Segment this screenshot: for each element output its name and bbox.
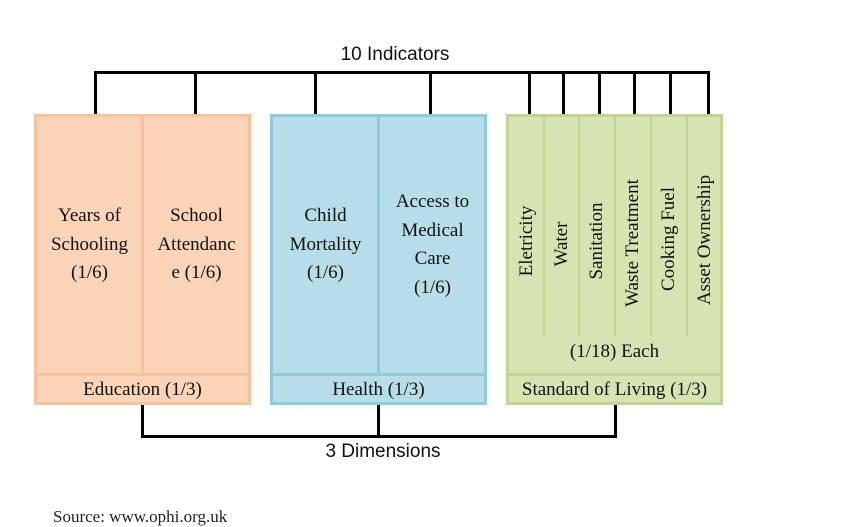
- living-weight-label: (1/18) Each: [569, 341, 660, 362]
- indicators-bracket-top: [95, 71, 710, 74]
- dimensions-label: 3 Dimensions: [325, 441, 441, 462]
- indicator-cooking-fuel: Cooking Fuel: [658, 187, 679, 291]
- indicator-water: Water: [551, 221, 572, 267]
- indicator-child-mortality: Child Mortality (1/6): [289, 205, 362, 283]
- indicators-label: 10 Indicators: [340, 44, 450, 65]
- education-label: Education (1/3): [83, 379, 202, 400]
- indicator-waste-treatment: Waste Treatment: [622, 179, 643, 307]
- indicator-asset-ownership: Asset Ownership: [694, 174, 715, 306]
- indicator-access-to-medical-care: Access to Medical Care (1/6): [395, 191, 470, 298]
- health-label: Health (1/3): [332, 379, 425, 400]
- indicator-school-attendance: School Attendanc e (1/6): [157, 205, 236, 283]
- source-note: Source: www.ophi.org.uk: [53, 507, 228, 526]
- indicator-years-of-schooling: Years of Schooling (1/6): [50, 205, 129, 283]
- living-label: Standard of Living (1/3): [521, 379, 708, 400]
- indicator-sanitation: Sanitation: [586, 202, 607, 280]
- indicator-electricity: Eletricity: [516, 205, 537, 277]
